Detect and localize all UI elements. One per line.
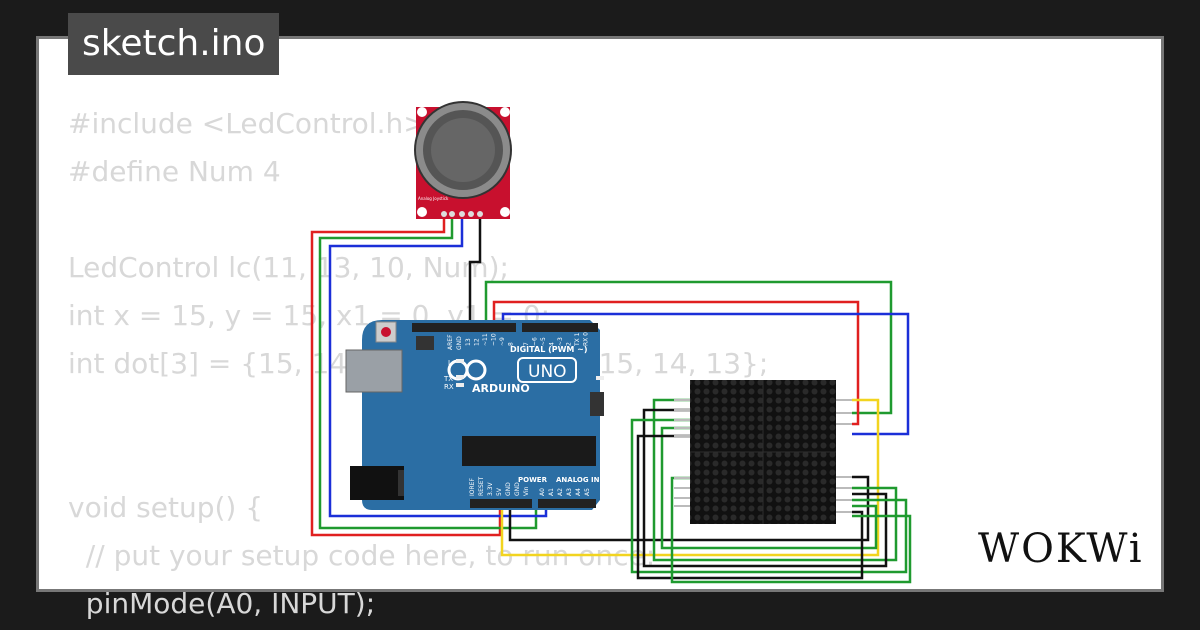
code-line: void setup() {	[68, 491, 264, 524]
pin-label-power: IOREF	[469, 478, 476, 496]
wire-black-gnd-2	[508, 475, 870, 542]
arduino-brand: ARDUINO	[472, 382, 530, 395]
pin-label-digital: 13	[465, 338, 472, 346]
sketch-filename-tab[interactable]: sketch.ino	[68, 13, 280, 75]
wire-chain-2	[642, 408, 888, 568]
wire-chain-3	[630, 418, 908, 574]
analog-joystick[interactable]: Analog Joystick	[414, 101, 512, 219]
on-label: ON	[610, 376, 621, 384]
wire-blue-horz	[328, 218, 548, 518]
digital-label: DIGITAL (PWM ~)	[510, 345, 588, 354]
pin-label-analog: A3	[566, 488, 573, 496]
pin-label-power: 3.3V	[487, 481, 494, 496]
code-line: int x = 15, y = 15, x1 = 0, y1 = 0;	[68, 299, 551, 332]
power-jack	[350, 466, 404, 500]
pin-label-power: GND	[514, 482, 521, 496]
uno-label: UNO	[528, 362, 567, 382]
power-header	[470, 499, 532, 508]
pin-label-digital: RX 0	[583, 332, 590, 346]
led-matrix[interactable]	[674, 380, 852, 524]
wire-red-cs	[492, 300, 860, 426]
analog-header	[538, 499, 596, 508]
pin-label-analog: A1	[548, 488, 555, 496]
pin-label-analog: A0	[539, 488, 546, 496]
pin-label-digital: ~5	[540, 337, 547, 346]
pin-label-power: RESET	[478, 476, 485, 496]
pin-label-digital: 8	[508, 342, 515, 346]
pin-label-power: GND	[505, 482, 512, 496]
analog-label: ANALOG IN	[556, 476, 600, 484]
led-l-label: L	[448, 359, 452, 367]
usb-port	[345, 349, 403, 393]
wokwi-logo: WOKWi	[978, 526, 1144, 572]
joystick-label: Analog Joystick	[418, 196, 449, 201]
pin-label-analog: A5	[584, 488, 591, 496]
code-line: pinMode(A0, INPUT);	[68, 587, 376, 620]
atmega-chip	[462, 436, 596, 466]
pin-label-digital: ~9	[499, 337, 506, 346]
code-line: LedControl lc(11, 13, 10, Num);	[68, 251, 509, 284]
digital-header-right	[522, 323, 598, 332]
wire-chain-4	[660, 426, 878, 550]
pin-label-digital: 2	[566, 342, 573, 346]
wire-chain-5	[636, 434, 864, 580]
pin-label-analog: A2	[557, 488, 564, 496]
pin-label-gnd: GND	[456, 336, 463, 350]
code-line: #include <LedControl.h>	[68, 107, 427, 140]
pin-label-power: Vin	[523, 486, 530, 496]
pin-label-power: 5V	[496, 487, 503, 496]
pin-label-digital: ~10	[491, 333, 498, 346]
wire-black-gnd	[468, 218, 482, 325]
wire-blue-clk	[501, 312, 910, 436]
led-tx-label: TX	[443, 375, 453, 383]
pin-label-analog: A4	[575, 488, 582, 496]
wire-yellow-vcc	[500, 398, 880, 557]
pin-label-digital: 4	[549, 342, 556, 346]
digital-header-left	[412, 323, 516, 332]
pin-label-digital: 7	[523, 342, 530, 346]
led-rx-label: RX	[444, 383, 454, 391]
arduino-uno-board[interactable]: UNO ARDUINO DIGITAL (PWM ~) POWER ANALOG…	[345, 320, 621, 510]
power-label: POWER	[518, 476, 548, 484]
pin-label-digital: ~11	[482, 333, 489, 346]
pin-label-digital: TX 1	[574, 332, 581, 347]
pin-label-digital: 12	[474, 338, 481, 346]
wire-chain-1	[652, 398, 898, 562]
pin-label-aref: AREF	[447, 334, 454, 350]
code-line: #define Num 4	[68, 155, 281, 188]
wire-green-vert	[318, 218, 538, 530]
pin-label-digital: ~6	[532, 337, 539, 346]
pin-label-digital: ~3	[557, 337, 564, 346]
